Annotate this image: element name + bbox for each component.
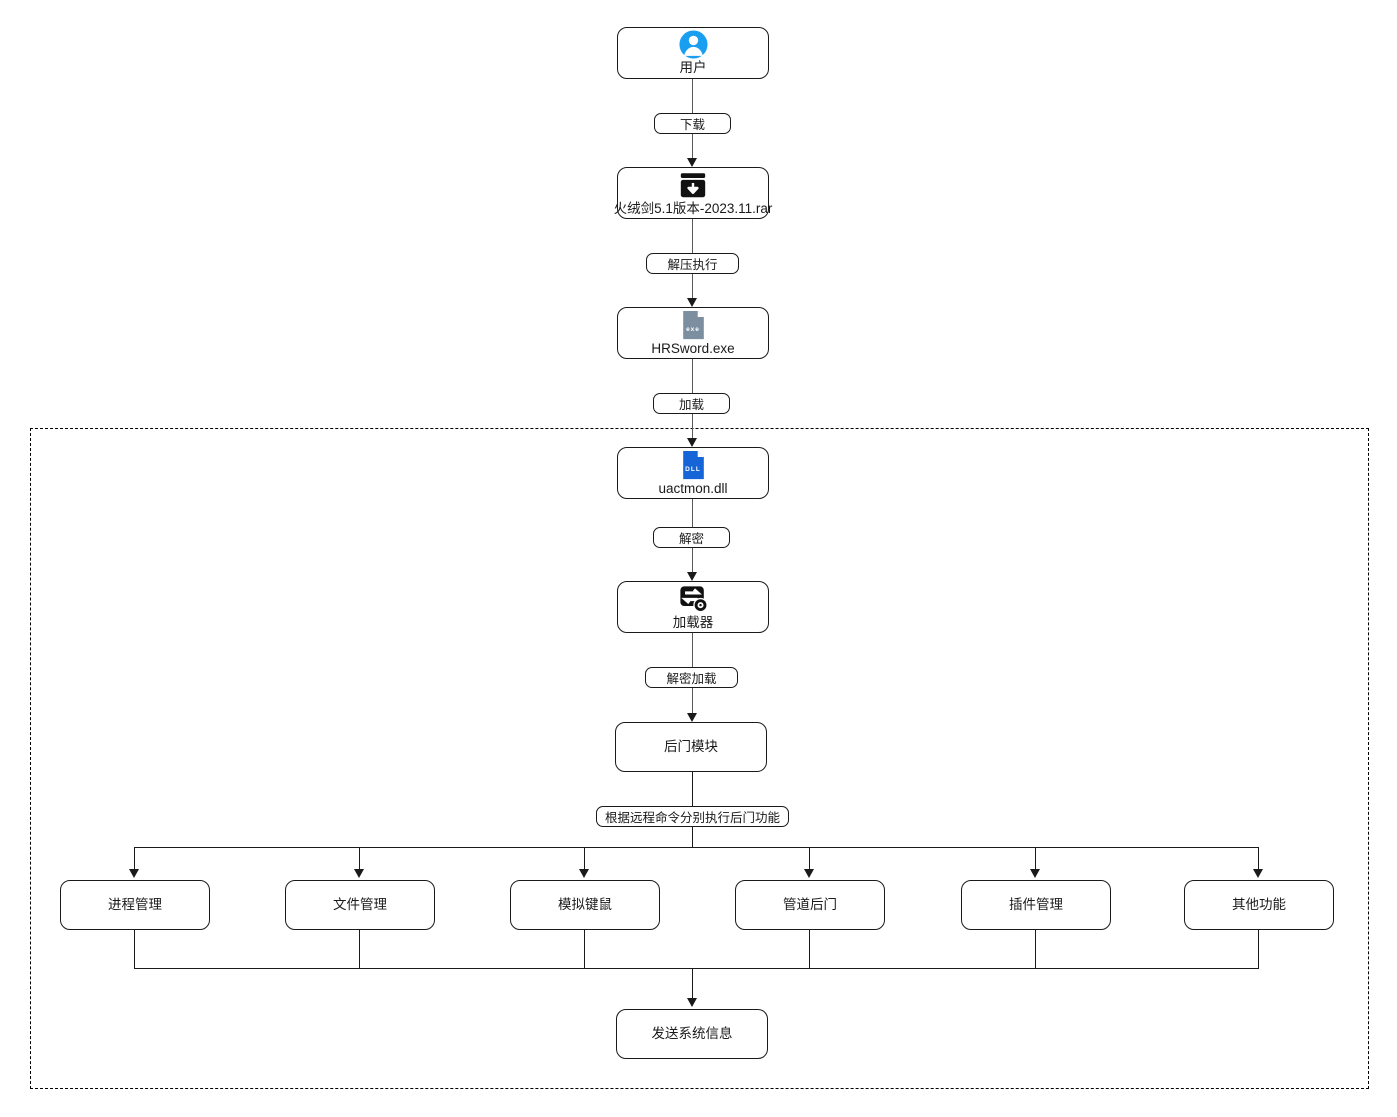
archive-download-icon: [678, 170, 708, 200]
connector-loader-to-decryptload: [692, 633, 694, 667]
connector-user-to-download: [692, 79, 694, 113]
node-other-functions-label: 其他功能: [1232, 897, 1286, 913]
node-pipe-backdoor-label: 管道后门: [783, 897, 837, 913]
connector-backdoor-to-remotecmd: [692, 772, 694, 806]
node-hrsword-exe-label: HRSword.exe: [651, 340, 735, 356]
connector-extract-to-exe: [692, 274, 694, 301]
node-send-system-info[interactable]: 发送系统信息: [616, 1009, 768, 1059]
node-loader-label: 加载器: [672, 614, 714, 630]
node-uactmon-dll[interactable]: DLL uactmon.dll: [617, 447, 769, 499]
connector-decryptload-to-backdoor: [692, 688, 694, 715]
edge-label-extract-execute: 解压执行: [646, 253, 739, 274]
node-hrsword-exe[interactable]: exe HRSword.exe: [617, 307, 769, 359]
fanout-drop-other: [1258, 847, 1260, 871]
node-keyboard-mouse-simulation-label: 模拟键鼠: [558, 897, 612, 913]
arrow-to-proc: [128, 869, 139, 878]
fanout-drop-kbmouse: [584, 847, 586, 871]
node-plugin-management[interactable]: 插件管理: [961, 880, 1111, 930]
node-loader[interactable]: 加载器: [617, 581, 769, 633]
node-uactmon-dll-label: uactmon.dll: [658, 480, 728, 496]
edge-label-decrypt: 解密: [653, 527, 730, 548]
connector-load-to-dll: [692, 414, 694, 441]
node-process-management[interactable]: 进程管理: [60, 880, 210, 930]
node-other-functions[interactable]: 其他功能: [1184, 880, 1334, 930]
fanout-drop-pipe: [809, 847, 811, 871]
connector-decrypt-to-loader: [692, 548, 694, 575]
user-icon: [678, 30, 708, 59]
node-process-management-label: 进程管理: [108, 897, 162, 913]
node-send-system-info-label: 发送系统信息: [651, 1026, 733, 1042]
dll-tag-label: DLL: [685, 465, 701, 473]
connector-exe-to-load: [692, 359, 694, 393]
arrow-to-backdoor: [686, 713, 697, 722]
node-backdoor-module-label: 后门模块: [664, 739, 718, 755]
arrow-to-sysinfo: [686, 998, 697, 1007]
node-file-management[interactable]: 文件管理: [285, 880, 435, 930]
fanout-drop-proc: [134, 847, 136, 871]
loader-icon: [678, 584, 709, 614]
arrow-to-dll: [686, 438, 697, 447]
exe-tag-label: exe: [686, 325, 700, 333]
arrow-to-file: [353, 869, 364, 878]
edge-label-remote-command: 根据远程命令分别执行后门功能: [596, 806, 789, 827]
node-rar-archive-label: 火绒剑5.1版本-2023.11.rar: [613, 200, 773, 216]
node-user-label: 用户: [679, 60, 707, 76]
merge-drop-pipe: [809, 930, 811, 968]
connector-dll-to-decrypt: [692, 499, 694, 527]
arrow-to-rar: [686, 158, 697, 167]
node-keyboard-mouse-simulation[interactable]: 模拟键鼠: [510, 880, 660, 930]
fanout-drop-plugin: [1035, 847, 1037, 871]
arrow-to-other: [1252, 869, 1263, 878]
merge-drop-kbmouse: [584, 930, 586, 968]
arrow-to-loader: [686, 572, 697, 581]
arrow-to-plugin: [1029, 869, 1040, 878]
node-backdoor-module[interactable]: 后门模块: [615, 722, 767, 772]
node-plugin-management-label: 插件管理: [1009, 897, 1063, 913]
merge-drop-file: [359, 930, 361, 968]
connector-merge-to-sysinfo: [692, 968, 694, 1000]
arrow-to-pipe: [803, 869, 814, 878]
exe-file-icon: exe: [680, 310, 707, 340]
edge-label-load: 加载: [653, 393, 730, 414]
arrow-to-exe: [686, 298, 697, 307]
node-pipe-backdoor[interactable]: 管道后门: [735, 880, 885, 930]
node-rar-archive[interactable]: 火绒剑5.1版本-2023.11.rar: [614, 167, 772, 219]
node-file-management-label: 文件管理: [333, 897, 387, 913]
fanout-bar: [134, 847, 1259, 849]
connector-remotecmd-to-fanout: [692, 827, 694, 848]
merge-bar: [134, 968, 1259, 970]
node-user[interactable]: 用户: [617, 27, 769, 79]
fanout-drop-file: [359, 847, 361, 871]
dll-file-icon: DLL: [680, 450, 707, 480]
edge-label-download: 下载: [654, 113, 731, 134]
backdoor-scope-region: [30, 428, 1369, 1089]
merge-drop-proc: [134, 930, 136, 968]
connector-rar-to-extract: [692, 219, 694, 253]
edge-label-decrypt-load: 解密加载: [645, 667, 738, 688]
merge-drop-other: [1258, 930, 1260, 968]
connector-download-to-rar: [692, 134, 694, 161]
merge-drop-plugin: [1035, 930, 1037, 968]
arrow-to-kbmouse: [578, 869, 589, 878]
